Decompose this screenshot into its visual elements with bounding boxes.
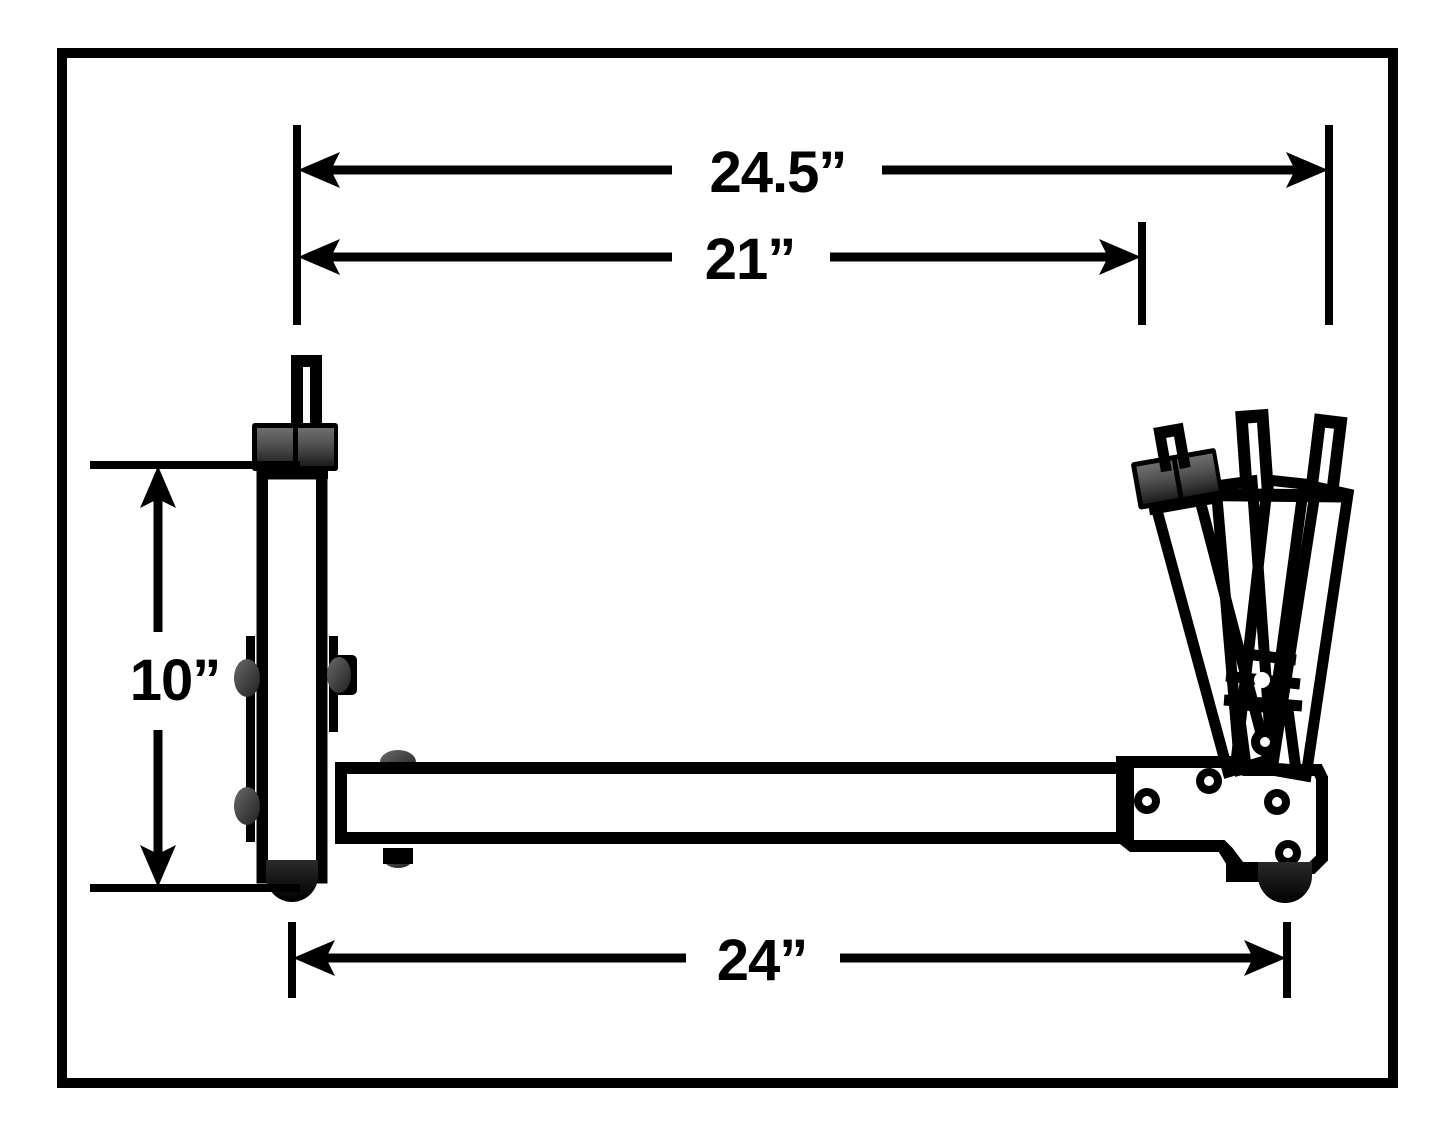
product-illustration: [234, 355, 1355, 903]
arrow-head-top-10: [140, 466, 176, 508]
dim-label-base-length: 24”: [717, 928, 808, 993]
arrow-head-right-24: [1244, 940, 1286, 976]
main-horizontal-beam: [335, 762, 1134, 844]
right-foot-pad: [1258, 862, 1312, 903]
left-upright-post: [256, 468, 328, 884]
dim-label-height: 10”: [130, 648, 221, 713]
dim-label-overall-width: 24.5”: [710, 140, 847, 205]
arm-pivot-hub: [1231, 697, 1303, 777]
dimension-height: 10”: [90, 461, 300, 892]
arrow-head-right-21: [1099, 239, 1141, 275]
right-locking-pins: [1153, 408, 1348, 494]
arrow-head-right-24_5: [1286, 152, 1328, 188]
dimension-overall-width: 24.5”: [293, 125, 1333, 325]
left-foot-pad: [266, 860, 318, 902]
outer-border: [57, 48, 1398, 1088]
left-upright-assembly: [234, 355, 416, 902]
right-knob: [1131, 448, 1224, 516]
arrow-head-left-24_5: [298, 152, 340, 188]
arrow-head-bottom-10: [140, 845, 176, 887]
dimension-inner-width: 21”: [298, 222, 1146, 325]
dim-label-inner-width: 21”: [705, 227, 796, 292]
arrow-head-left-24: [293, 940, 335, 976]
left-side-bolts: [234, 655, 357, 825]
right-angled-arms: [1131, 408, 1355, 783]
dimension-base-length: 24”: [288, 922, 1291, 998]
arrow-head-left-21: [298, 239, 340, 275]
left-top-pin: [291, 355, 322, 432]
